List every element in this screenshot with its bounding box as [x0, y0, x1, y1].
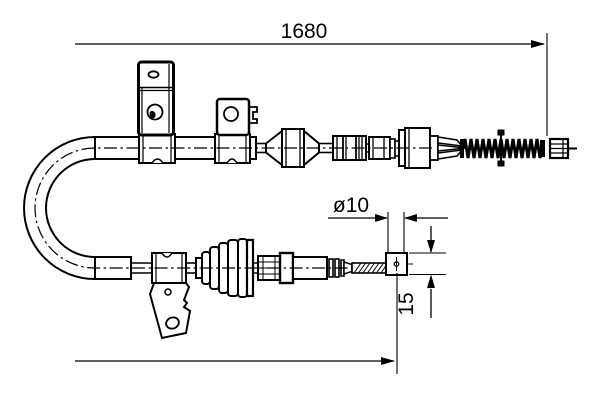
dimension-total-length: 1680 [75, 20, 548, 136]
arrowhead-right-icon [375, 214, 388, 222]
upper-run-fittings [256, 127, 467, 169]
dimension-height: 15 [395, 226, 446, 318]
centerlines [34, 147, 432, 269]
arrowhead-right-icon [381, 357, 395, 365]
mounting-bracket-1-icon [137, 60, 175, 137]
dimension-bottom-datum [75, 273, 398, 374]
mounting-bracket-2-icon [215, 97, 258, 137]
cable-end-nipple-icon [548, 137, 577, 160]
dimension-diameter: ø10 [328, 194, 448, 252]
spring-clip-icon [497, 129, 505, 167]
arrowhead-up-icon [427, 274, 435, 288]
dimension-label-diameter: ø10 [333, 194, 369, 217]
locking-tangs-icon [429, 135, 467, 161]
coil-spring-icon [460, 138, 545, 159]
arrowhead-right-icon [531, 40, 545, 48]
arrowhead-left-icon [404, 214, 417, 222]
lower-mounting-bracket-icon [148, 282, 192, 340]
arrowhead-down-icon [427, 240, 435, 253]
dimension-label-total-length: 1680 [281, 20, 328, 43]
cable-end-barrel-icon [385, 252, 413, 276]
dimension-label-height: 15 [395, 292, 418, 315]
inner-rod-icon [351, 262, 387, 274]
